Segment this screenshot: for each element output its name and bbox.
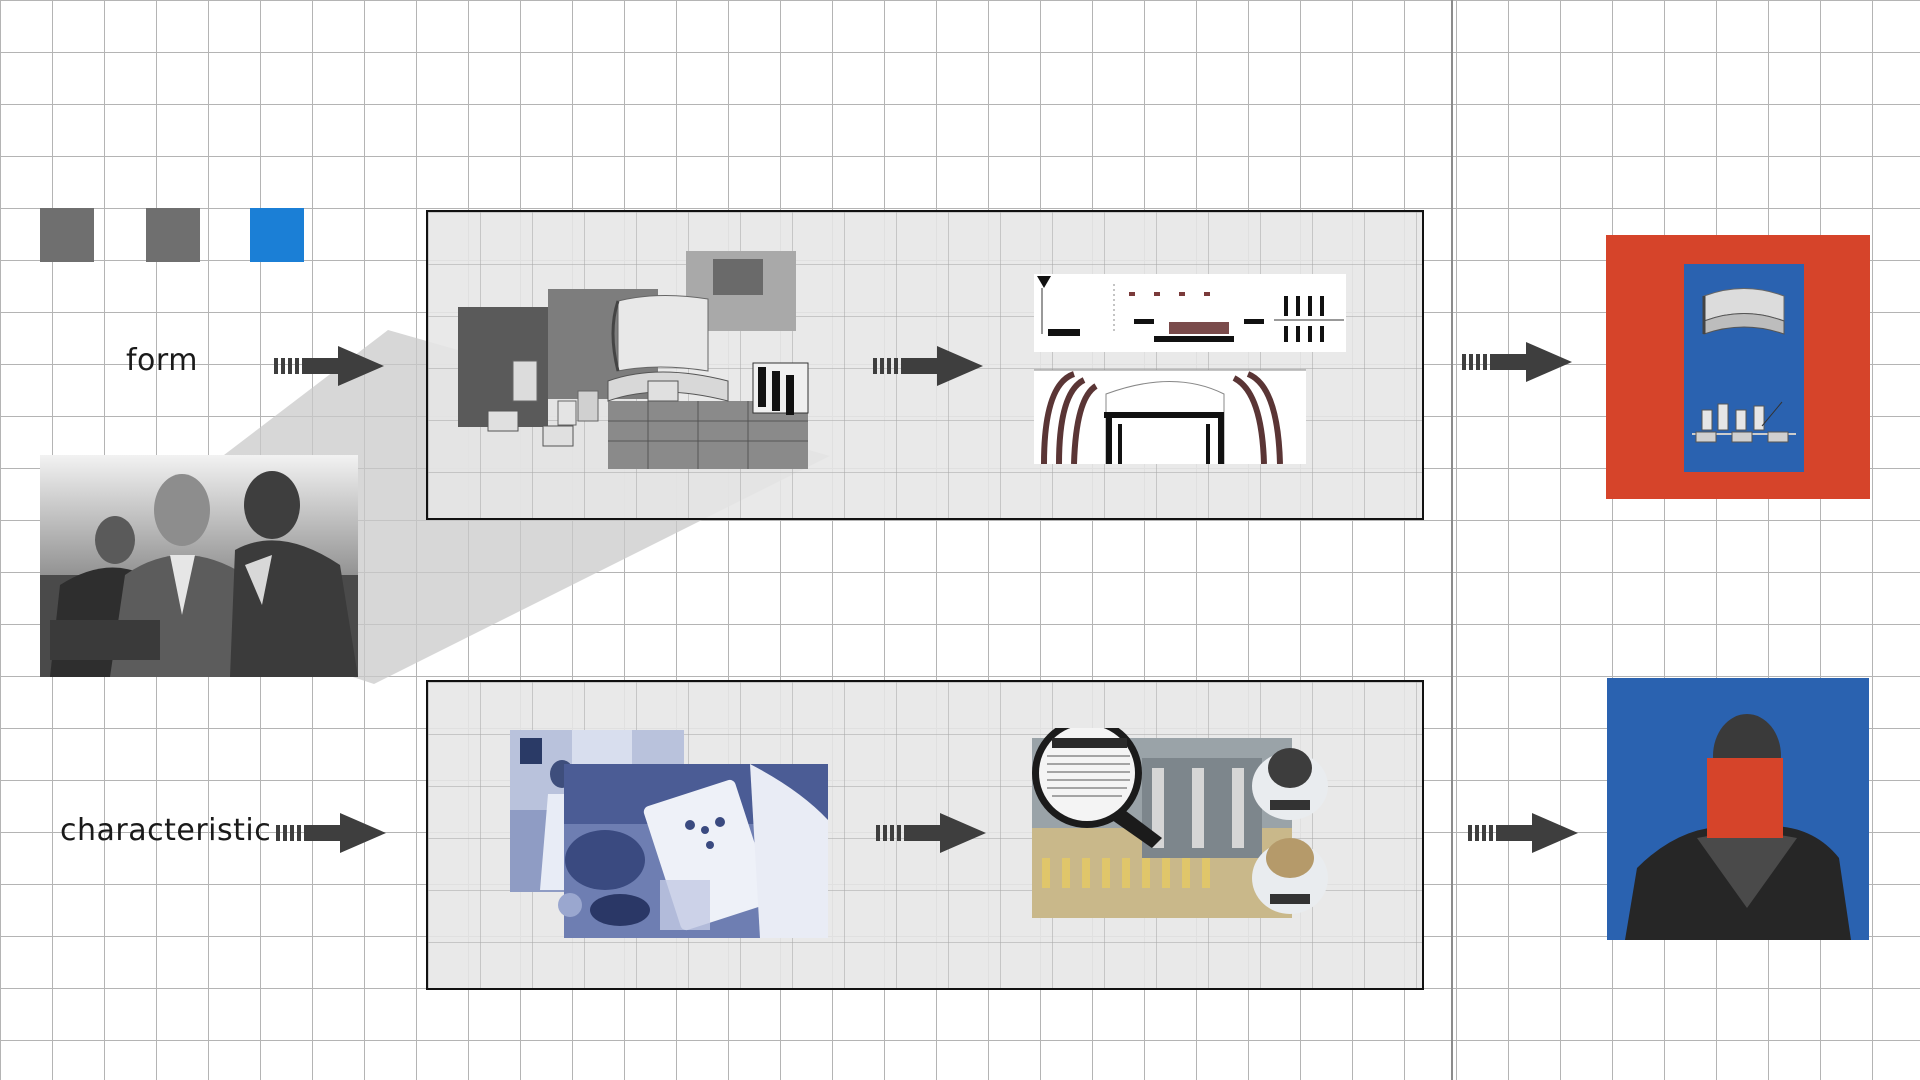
legend-square-gray-2 xyxy=(146,208,200,262)
bw-portrait-photo xyxy=(40,455,358,677)
characteristic-label: characteristic xyxy=(60,813,272,848)
dashed-right-arrow-icon xyxy=(1462,342,1572,382)
form-elevation-drawing xyxy=(1034,274,1346,464)
dashed-right-arrow-icon xyxy=(276,813,386,853)
form-label: form xyxy=(126,343,198,378)
dashed-right-arrow-icon xyxy=(876,813,986,853)
legend-square-blue xyxy=(250,208,304,262)
characteristic-result-portrait xyxy=(1607,678,1869,940)
dashed-right-arrow-icon xyxy=(1468,813,1578,853)
form-result-cylinders-icon xyxy=(1692,401,1796,443)
dashed-right-arrow-icon xyxy=(274,346,384,386)
form-result-curved-wall-icon xyxy=(1702,288,1785,335)
legend-square-gray-1 xyxy=(40,208,94,262)
characteristic-kitchen-collage xyxy=(510,730,828,938)
dashed-right-arrow-icon xyxy=(873,346,983,386)
characteristic-nutrition-collage xyxy=(1032,728,1328,918)
grid-divider-line xyxy=(1451,0,1453,1080)
form-collage-image xyxy=(458,251,809,469)
